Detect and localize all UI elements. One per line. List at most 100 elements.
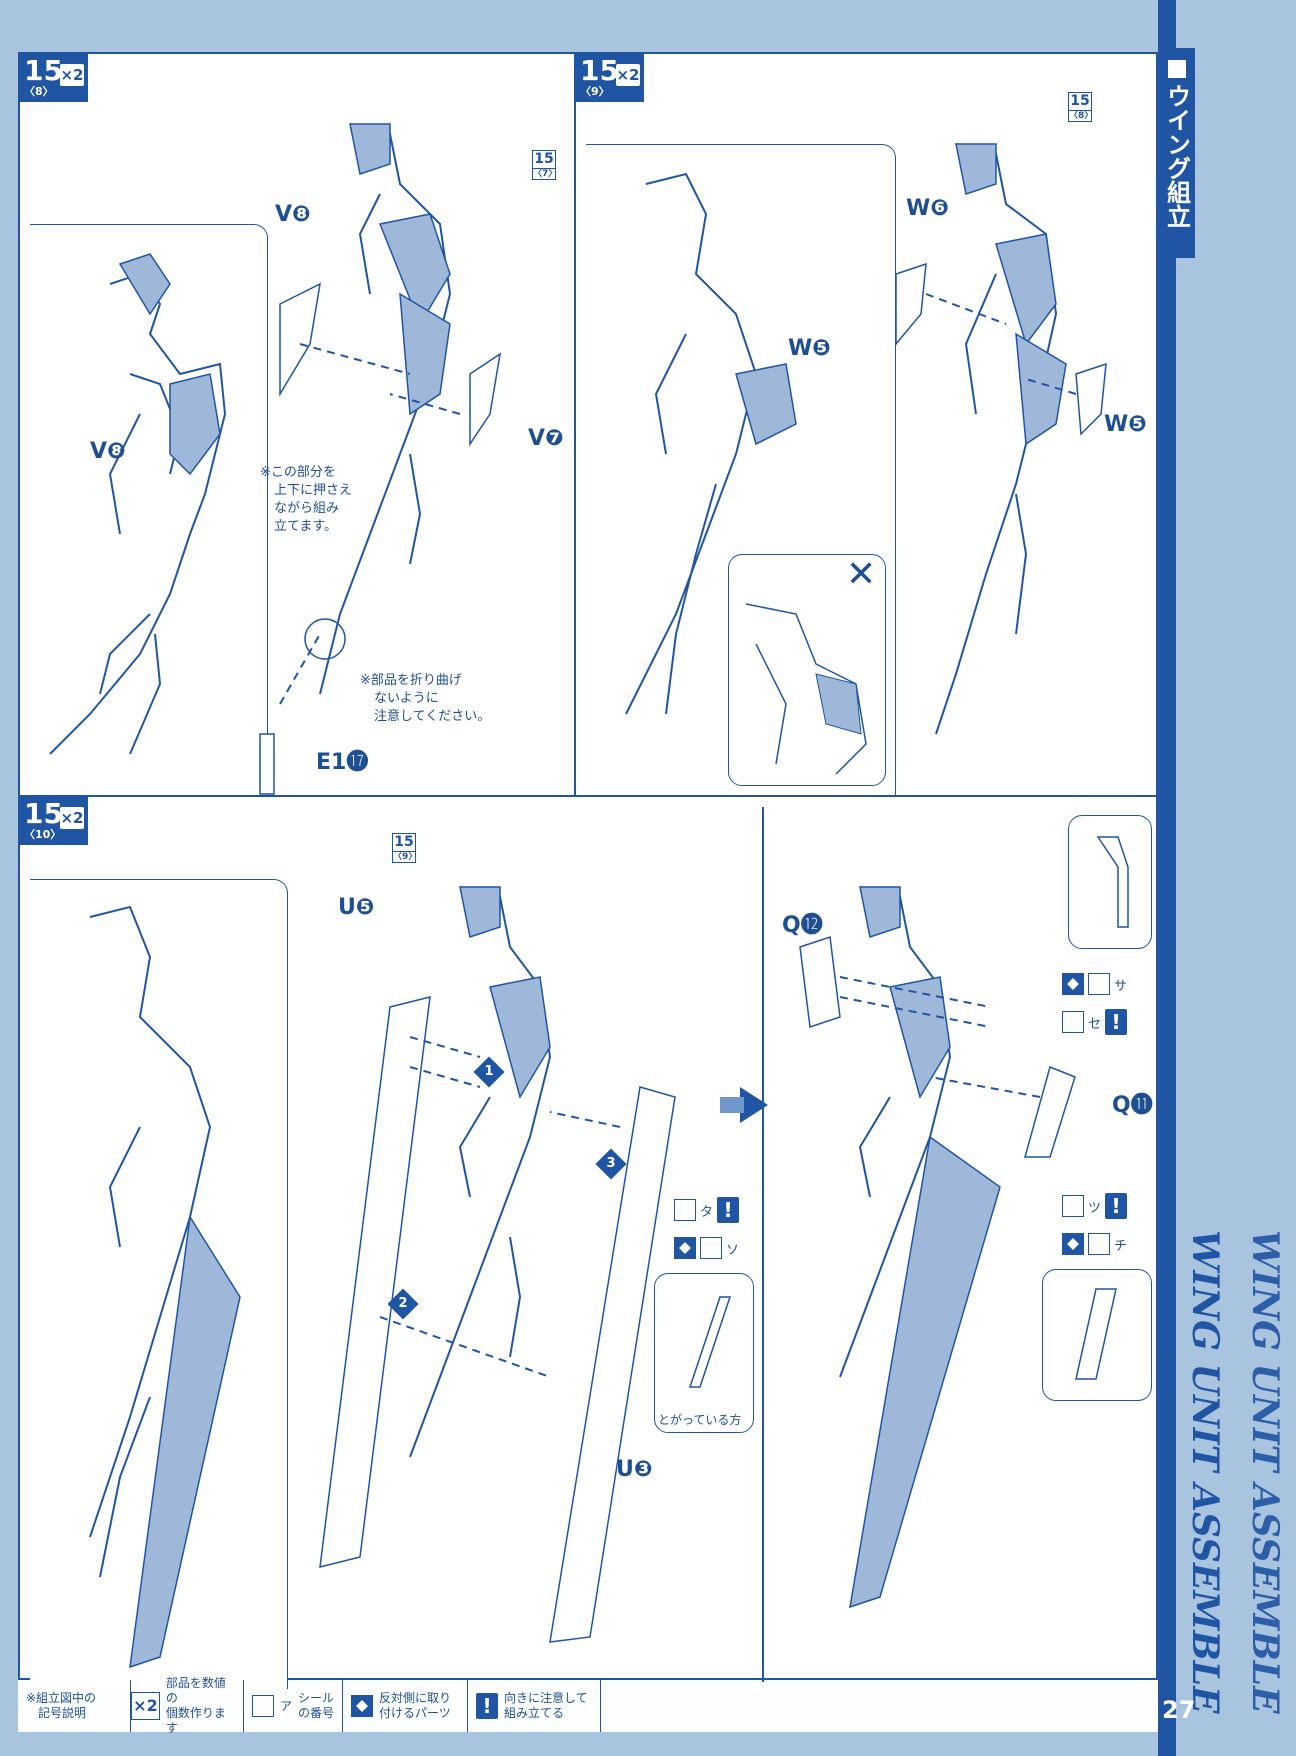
multiplier-badge: ×2	[60, 807, 84, 829]
ref-badge: 15 〈7〉	[532, 150, 558, 180]
step-badge: 15 〈9〉 ×2	[576, 54, 644, 102]
seal-se-row: セ !	[1062, 1009, 1128, 1035]
step-number: 15	[24, 797, 63, 830]
reverse-side-icon	[1062, 1233, 1084, 1255]
x2-icon: ×2	[131, 1692, 160, 1720]
order-number: 3	[606, 1156, 616, 1171]
label-w6: W❻	[906, 196, 949, 221]
legend-line: 部品を数値の	[165, 1676, 226, 1705]
step-number: 15	[580, 54, 619, 87]
legend-seal: ア シール の番号	[244, 1680, 343, 1732]
ref-badge: 15 〈9〉	[392, 833, 417, 863]
blade-detail-top-icon	[1096, 836, 1129, 928]
seal-icon	[1062, 1011, 1084, 1033]
warning-icon: !	[476, 1693, 498, 1719]
legend-warning: ! 向きに注意して 組み立てる	[468, 1680, 601, 1732]
note-line: ないように	[374, 691, 439, 706]
step-sub: 〈10〉	[24, 828, 62, 841]
seal-label: セ	[1088, 1016, 1102, 1032]
note-line: 注意してください。	[374, 709, 491, 724]
legend-reverse: 反対側に取り 付けるパーツ	[343, 1680, 468, 1732]
order-marker-1: 1	[473, 1056, 505, 1088]
legend-title-line: 記号説明	[38, 1706, 87, 1720]
label-u3: U❸	[616, 1457, 653, 1482]
seal-icon	[1062, 1195, 1084, 1217]
wing-frame-illustration-left	[625, 172, 797, 715]
legend-x2: ×2 部品を数値の 個数作ります	[131, 1676, 244, 1735]
seal-tsu-row: ツ !	[1062, 1193, 1128, 1219]
legend-line: の番号	[298, 1706, 335, 1720]
seal-icon	[1088, 973, 1110, 995]
step-sub: 〈8〉	[24, 85, 54, 98]
seal-label: チ	[1114, 1238, 1128, 1254]
note-line: 立てます。	[274, 519, 338, 534]
step-sub: 〈9〉	[580, 85, 610, 98]
ref-sub: 〈7〉	[533, 168, 558, 179]
wing-assembled-illustration-right	[799, 886, 1076, 1609]
wing-title-1: WING UNIT ASSEMBLE	[1184, 1230, 1226, 1714]
wrong-example-illustration	[745, 603, 867, 775]
pointed-blade-icon	[688, 1296, 732, 1388]
blade-detail-bottom-icon	[1075, 1288, 1117, 1380]
label-v8-left: V❽	[90, 439, 126, 464]
order-number: 1	[484, 1064, 494, 1079]
right-margin	[1176, 0, 1296, 1756]
right-band	[1158, 0, 1176, 1756]
seal-label: ソ	[726, 1242, 740, 1258]
seal-sa-row: サ	[1062, 973, 1127, 995]
reverse-side-icon	[1062, 973, 1084, 995]
step-number: 15	[24, 54, 63, 87]
wrong-mark: ✕	[846, 554, 877, 595]
note-line: ※部品を折り曲げ	[360, 673, 462, 688]
label-w5-right: W❺	[1104, 412, 1147, 437]
label-v7: V❼	[528, 426, 564, 451]
legend-line: 組み立てる	[504, 1706, 565, 1720]
order-marker-2: 2	[387, 1288, 419, 1320]
seal-chi-row: チ	[1062, 1233, 1127, 1255]
note-press: ※この部分を 上下に押さえ ながら組み 立てます。	[260, 464, 352, 536]
legend-line: 個数作ります	[165, 1706, 226, 1735]
next-arrow-icon	[740, 1087, 768, 1123]
seal-icon	[674, 1199, 696, 1221]
order-number: 2	[398, 1296, 408, 1311]
step-panel-15-9: 15 〈9〉 ×2 W❺ ✕	[574, 52, 1158, 804]
warning-icon: !	[717, 1197, 740, 1223]
label-u5: U❺	[338, 895, 375, 920]
seal-ta-row: タ !	[674, 1197, 740, 1223]
wing-frame-illustration-main	[259, 123, 502, 795]
warning-icon: !	[1105, 1009, 1128, 1035]
ref-number: 15	[394, 834, 414, 850]
label-w5-mid: W❺	[788, 336, 831, 361]
multiplier-badge: ×2	[60, 64, 84, 86]
legend-line: 向きに注意して	[504, 1691, 588, 1705]
reverse-side-icon	[674, 1237, 696, 1259]
legend-bar: ※組立図中の 記号説明 ×2 部品を数値の 個数作ります ア シール の番号 反…	[18, 1676, 1158, 1735]
seal-icon	[252, 1695, 274, 1717]
ref-number: 15	[534, 151, 554, 167]
legend-line: シール	[298, 1691, 335, 1705]
pointed-side-box	[654, 1273, 754, 1433]
seal-sample: ア	[279, 1698, 292, 1713]
reverse-side-icon	[351, 1695, 373, 1717]
wrong-example-box	[728, 554, 886, 786]
next-arrow-tail	[720, 1097, 744, 1113]
legend-title: ※組立図中の 記号説明	[18, 1680, 131, 1732]
divider-line	[762, 807, 764, 1682]
wing-frame-with-blades	[319, 886, 676, 1643]
seal-label: サ	[1114, 978, 1128, 994]
section-tab-label: ウイング組立	[1162, 84, 1191, 228]
step-badge: 15 〈8〉 ×2	[20, 54, 88, 102]
label-e1: E1⓱	[316, 750, 369, 775]
note-line: ※この部分を	[260, 465, 336, 480]
wing-frame-illustration-left	[49, 253, 227, 755]
tab-square-icon	[1168, 60, 1186, 78]
ref-number: 15	[1070, 93, 1090, 109]
legend-line: 付けるパーツ	[379, 1706, 451, 1720]
label-v8-top: V❽	[275, 202, 311, 227]
note-line: 上下に押さえ	[274, 483, 353, 498]
multiplier-badge: ×2	[616, 64, 640, 86]
section-tab: ウイング組立	[1159, 48, 1195, 258]
note-bend: ※部品を折り曲げ ないように 注意してください。	[360, 672, 490, 726]
seal-label: タ	[700, 1204, 714, 1220]
order-marker-3: 3	[595, 1148, 627, 1180]
